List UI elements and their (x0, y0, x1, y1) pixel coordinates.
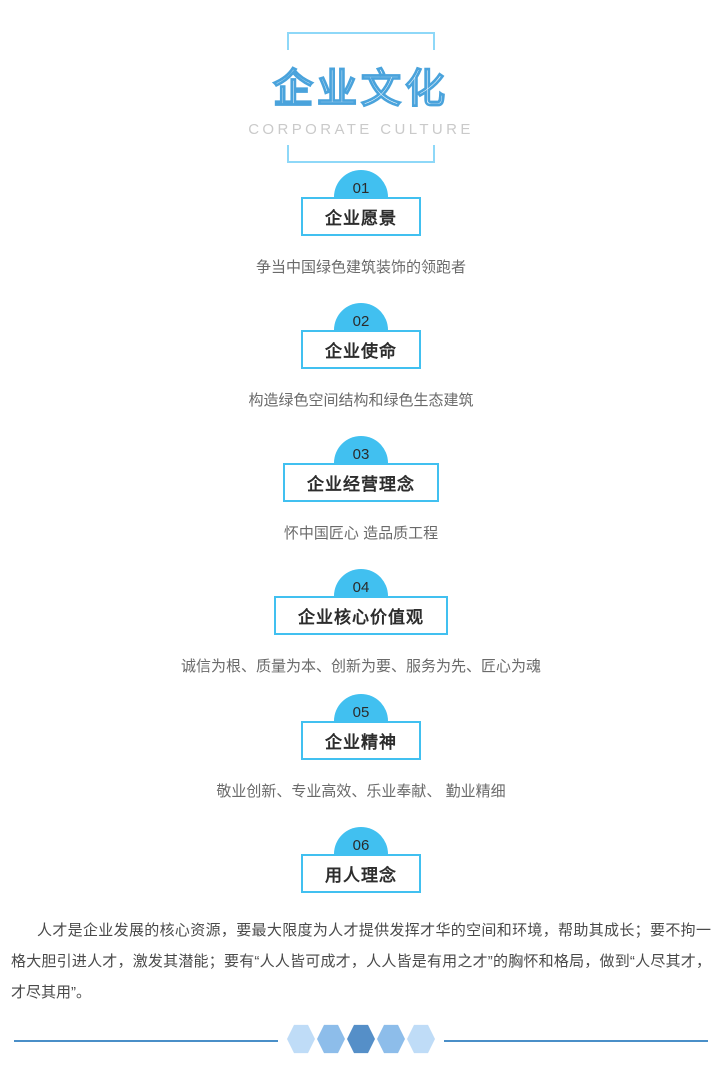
page-footer (0, 1000, 722, 1084)
footer-divider-left (14, 1040, 278, 1042)
item-title-box: 用人理念 (301, 854, 421, 893)
item-title-label: 企业使命 (325, 342, 397, 361)
item-title-box: 企业愿景 (301, 197, 421, 236)
item-title-label: 用人理念 (325, 866, 397, 885)
item-number-label: 06 (352, 837, 370, 854)
hexagon-icon (347, 1024, 375, 1054)
item-title-label: 企业精神 (325, 733, 397, 752)
header-frame-bottom (287, 145, 435, 163)
item-title-row: 用人理念 (0, 854, 722, 893)
list-item: 01 企业愿景 争当中国绿色建筑装饰的领跑者 (0, 170, 722, 279)
item-number-label: 04 (352, 579, 370, 596)
list-item: 04 企业核心价值观 诚信为根、质量为本、创新为要、服务为先、匠心为魂 (0, 569, 722, 678)
culture-item-list: 01 企业愿景 争当中国绿色建筑装饰的领跑者 02 企业使命 构造绿色空间结构和… (0, 170, 722, 1008)
hexagon-icon (287, 1024, 315, 1054)
header-frame-top (287, 32, 435, 50)
list-item: 02 企业使命 构造绿色空间结构和绿色生态建筑 (0, 303, 722, 412)
item-number-badge: 03 (334, 436, 388, 463)
item-number-badge-wrap: 04 (0, 569, 722, 596)
item-number-badge-wrap: 01 (0, 170, 722, 197)
list-item: 03 企业经营理念 怀中国匠心 造品质工程 (0, 436, 722, 545)
page-subtitle: CORPORATE CULTURE (248, 121, 474, 138)
list-item: 05 企业精神 敬业创新、专业高效、乐业奉献、 勤业精细 (0, 694, 722, 803)
item-title-label: 企业愿景 (325, 209, 397, 228)
item-title-box: 企业核心价值观 (274, 596, 448, 635)
item-number-badge-wrap: 02 (0, 303, 722, 330)
item-number-label: 05 (352, 704, 370, 721)
item-title-row: 企业经营理念 (0, 463, 722, 502)
item-title-label: 企业经营理念 (307, 475, 415, 494)
hexagon-icon (377, 1024, 405, 1054)
item-number-badge-wrap: 05 (0, 694, 722, 721)
item-description: 构造绿色空间结构和绿色生态建筑 (248, 392, 474, 409)
footer-divider-right (444, 1040, 708, 1042)
item-title-box: 企业使命 (301, 330, 421, 369)
item-description-paragraph: 人才是企业发展的核心资源，要最大限度为人才提供发挥才华的空间和环境，帮助其成长；… (11, 922, 711, 1001)
item-title-row: 企业使命 (0, 330, 722, 369)
page-header: 企业文化 CORPORATE CULTURE (0, 0, 722, 180)
item-number-badge-wrap: 03 (0, 436, 722, 463)
item-description: 争当中国绿色建筑装饰的领跑者 (255, 259, 466, 276)
page-title: 企业文化 (272, 66, 449, 111)
item-description: 敬业创新、专业高效、乐业奉献、 勤业精细 (216, 783, 506, 800)
item-number-label: 02 (352, 313, 370, 330)
item-number-label: 01 (352, 180, 370, 197)
item-description: 怀中国匠心 造品质工程 (283, 525, 439, 542)
item-title-row: 企业核心价值观 (0, 596, 722, 635)
hexagon-icon (407, 1024, 435, 1054)
footer-hexagon-group (287, 1024, 435, 1054)
item-title-label: 企业核心价值观 (298, 608, 424, 627)
hexagon-icon (317, 1024, 345, 1054)
item-number-badge-wrap: 06 (0, 827, 722, 854)
item-title-box: 企业经营理念 (283, 463, 439, 502)
item-number-label: 03 (352, 446, 370, 463)
item-title-row: 企业愿景 (0, 197, 722, 236)
item-title-box: 企业精神 (301, 721, 421, 760)
item-title-row: 企业精神 (0, 721, 722, 760)
list-item: 06 用人理念 人才是企业发展的核心资源，要最大限度为人才提供发挥才华的空间和环… (0, 827, 722, 1008)
item-description: 诚信为根、质量为本、创新为要、服务为先、匠心为魂 (180, 658, 541, 675)
